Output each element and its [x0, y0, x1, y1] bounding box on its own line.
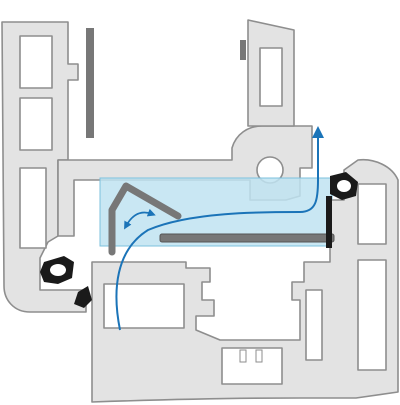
ventilation-flap: [108, 182, 182, 256]
frame-top-right-chamber: [259, 47, 283, 107]
drain-notch-2: [255, 349, 263, 363]
gasket-right: [326, 172, 358, 248]
reinforcement-bar-left: [86, 28, 94, 138]
sash-chamber-right-1: [357, 183, 387, 245]
gasket-left: [40, 256, 92, 308]
frame-chamber-3: [19, 167, 47, 249]
outer-frame-profile: [1, 19, 313, 313]
frame-chamber-1: [19, 35, 53, 89]
sash-chamber-right-2: [357, 259, 387, 371]
sash-chamber-mid: [221, 347, 283, 385]
double-headed-curved-arrow-icon: [124, 208, 156, 230]
reinforcement-bar-top: [240, 40, 246, 60]
frame-chamber-2: [19, 97, 53, 151]
drain-notch-1: [239, 349, 247, 363]
sash-profile: [91, 158, 399, 403]
curved-airflow-arrow-icon: [115, 126, 324, 331]
glazing-plate: [159, 233, 335, 243]
sash-chamber-lower-right: [305, 289, 323, 361]
